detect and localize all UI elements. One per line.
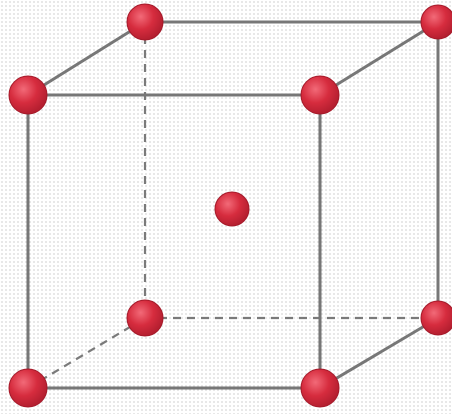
atom-back-bottom-left	[126, 299, 164, 337]
atom-front-top-left	[8, 75, 48, 115]
edge-hidden-bottom-depth	[27, 317, 146, 389]
visible-edges	[26, 20, 440, 390]
atoms-group	[8, 3, 452, 408]
edge-top-left-depth	[26, 20, 147, 97]
atom-back-top-right	[420, 4, 452, 40]
atom-front-top-right	[300, 75, 340, 115]
atom-body-center	[214, 191, 250, 227]
atom-back-top-left	[126, 3, 164, 41]
edge-top-right-depth	[318, 20, 440, 97]
atom-back-bottom-right	[420, 300, 452, 336]
hidden-edges	[27, 22, 438, 389]
atom-front-bottom-right	[300, 368, 340, 408]
edge-bottom-right-depth	[318, 316, 440, 390]
atom-front-bottom-left	[8, 368, 48, 408]
